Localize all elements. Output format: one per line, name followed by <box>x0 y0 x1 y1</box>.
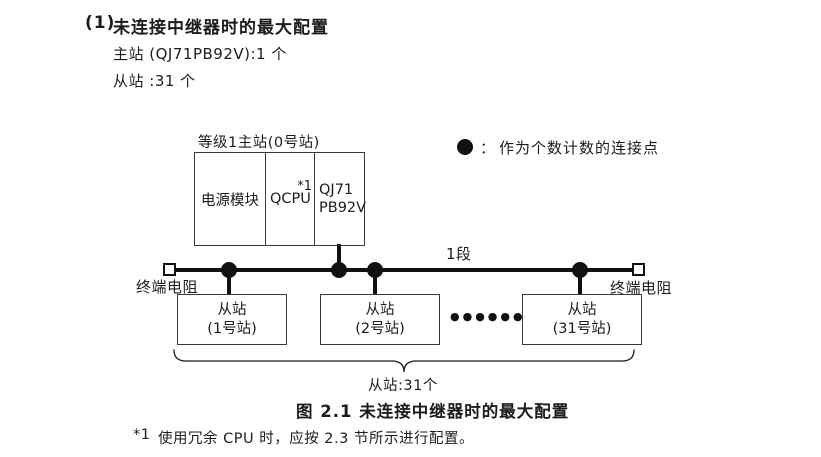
footnote-text: 使用冗余 CPU 时，应按 2.3 节所示进行配置。 <box>158 431 474 447</box>
ellipsis-dots: ●●●●●● <box>450 310 526 323</box>
master-count-line: 主站 (QJ71PB92V):1 个 <box>113 45 287 63</box>
slave31-drop-line <box>578 270 582 294</box>
connection-point-icon <box>457 139 473 155</box>
bus-line <box>176 268 634 272</box>
slave1-drop-line <box>227 270 231 294</box>
slave-station-number: (2号站) <box>355 320 405 337</box>
pb92v-label-line2: PB92V <box>319 200 367 216</box>
legend-colon: ： <box>480 138 496 157</box>
connection-node-dot <box>331 262 347 278</box>
slave-station-box: 从站 (2号站) <box>320 294 440 345</box>
slave-name: 从站 <box>365 301 395 318</box>
heading-number: (1) <box>85 13 116 33</box>
qcpu-cell: QCPU *1 <box>266 153 315 245</box>
page-heading: 未连接中继器时的最大配置 <box>113 18 329 38</box>
slave2-drop-line <box>373 270 377 294</box>
pb92v-label-line1: QJ71 <box>319 182 354 198</box>
brace-label: 从站:31个 <box>368 378 438 394</box>
footnote-ref-marker: *1 <box>297 179 312 194</box>
segment-label: 1段 <box>446 245 472 263</box>
terminator-label-right: 终端电阻 <box>610 279 673 297</box>
slaves-brace <box>173 349 635 373</box>
slave-station-number: (31号站) <box>552 320 612 337</box>
terminator-label-left: 终端电阻 <box>136 278 199 296</box>
slave-station-box: 从站 (31号站) <box>522 294 642 345</box>
master-rack-box: 电源模块 QCPU *1 QJ71 PB92V <box>194 152 367 246</box>
qcpu-label: QCPU <box>270 191 311 207</box>
power-module-label: 电源模块 <box>201 192 259 209</box>
terminator-square-left <box>163 263 176 276</box>
legend: ： 作为个数计数的连接点 <box>457 138 660 157</box>
terminator-square-right <box>632 263 645 276</box>
master-station-label: 等级1主站(0号站) <box>198 135 320 151</box>
pb92v-cell: QJ71 PB92V <box>315 153 367 245</box>
slave-station-number: (1号站) <box>207 320 257 337</box>
legend-label: 作为个数计数的连接点 <box>499 138 660 157</box>
power-module-cell: 电源模块 <box>195 153 266 245</box>
slave-name: 从站 <box>217 301 247 318</box>
slave-station-box: 从站 (1号站) <box>177 294 287 345</box>
slave-name: 从站 <box>567 301 597 318</box>
master-drop-line <box>337 244 341 270</box>
slave-count-line: 从站 :31 个 <box>113 72 196 90</box>
figure-caption: 图 2.1 未连接中继器时的最大配置 <box>296 402 570 421</box>
footnote-marker: *1 <box>133 427 151 443</box>
